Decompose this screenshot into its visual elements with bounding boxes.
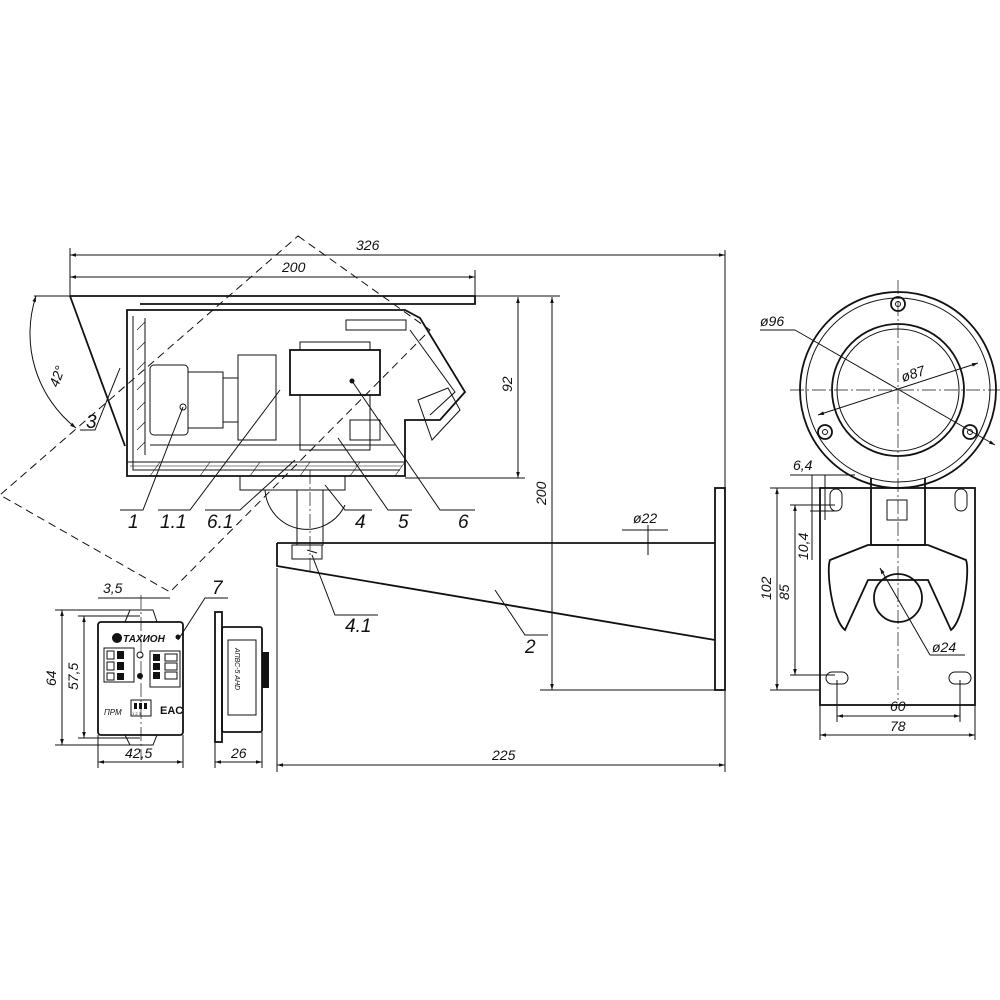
brand-logo-icon bbox=[112, 633, 122, 643]
dim-plate-height: 102 bbox=[758, 576, 774, 600]
dip-numbers: 1 2 3 bbox=[132, 711, 142, 716]
power-module bbox=[289, 341, 381, 451]
dim-front-outer-diameter: ø96 bbox=[760, 313, 784, 329]
tilt-envelope-dashed bbox=[0, 235, 431, 593]
sunshield bbox=[69, 295, 476, 447]
dim-plate-hole-vertical: 85 bbox=[776, 584, 792, 600]
dim-module-width: 42,5 bbox=[125, 745, 152, 761]
dim-plate-center-diameter: ø24 bbox=[932, 639, 956, 655]
dim-front-window-diameter: ø87 bbox=[899, 362, 928, 385]
mount-joint bbox=[239, 470, 346, 575]
dim-slot-length: 10,4 bbox=[795, 533, 811, 560]
cert-mark: EAC bbox=[160, 705, 183, 717]
dim-module-height: 64 bbox=[43, 670, 59, 686]
terminal-block-left bbox=[103, 647, 135, 683]
side-view-dimensions: 326 200 92 200 ø22 225 42° bbox=[29, 237, 726, 772]
camera-housing-side-view bbox=[0, 235, 726, 691]
camera-front-view: ø96 ø87 bbox=[760, 280, 1000, 706]
wall-plate bbox=[819, 487, 976, 706]
dim-plate-width: 78 bbox=[890, 718, 906, 734]
module-mode-label: ПРМ bbox=[104, 708, 122, 717]
front-view-dimensions: 6,4 10,4 102 85 ø24 60 78 bbox=[758, 457, 976, 740]
callout-1-1: 1.1 bbox=[160, 512, 186, 533]
dim-tilt-angle: 42° bbox=[46, 363, 68, 389]
receiver-module-side: АПВС-5 AHD bbox=[214, 611, 269, 743]
dim-housing-height: 92 bbox=[499, 376, 515, 392]
hatching bbox=[136, 321, 406, 477]
callout-6-1: 6.1 bbox=[207, 512, 233, 533]
module-dimensions: 3,5 64 57,5 42,5 26 bbox=[43, 580, 263, 768]
callout-1: 1 bbox=[128, 512, 139, 533]
dim-tube-diameter: ø22 bbox=[633, 510, 657, 526]
terminal-block-right bbox=[149, 650, 181, 688]
dim-plate-hole-horizontal: 60 bbox=[890, 698, 906, 714]
callout-6: 6 bbox=[458, 512, 469, 533]
callout-5: 5 bbox=[398, 512, 409, 533]
receiver-module-front: ТАХИОН ПРМ 1 2 3 EAC bbox=[97, 595, 184, 760]
dim-overall-length: 326 bbox=[356, 237, 380, 253]
dim-module-spacing: 57,5 bbox=[65, 663, 81, 690]
bracket-fork bbox=[827, 544, 969, 632]
dim-module-depth: 26 bbox=[230, 745, 247, 761]
callout-7: 7 bbox=[212, 578, 224, 599]
module-brand: ТАХИОН bbox=[123, 634, 166, 645]
dim-housing-length: 200 bbox=[281, 259, 306, 275]
camera-lens bbox=[149, 354, 277, 441]
housing-body bbox=[126, 309, 467, 477]
dim-slot-width: 6,4 bbox=[793, 457, 813, 473]
dim-bracket-length: 225 bbox=[491, 747, 516, 763]
callouts: 3 1 1.1 6.1 4 5 6 2 4.1 7 bbox=[80, 367, 548, 658]
callout-3: 3 bbox=[86, 412, 97, 433]
callout-4: 4 bbox=[355, 512, 366, 533]
dim-module-hole: 3,5 bbox=[103, 580, 123, 596]
callout-4-1: 4.1 bbox=[345, 616, 371, 637]
dim-total-height: 200 bbox=[533, 481, 549, 506]
callout-2: 2 bbox=[524, 637, 536, 658]
module-side-label: АПВС-5 AHD bbox=[233, 647, 240, 690]
bracket-arm bbox=[276, 487, 726, 691]
cable-gland bbox=[417, 387, 461, 441]
dip-switch[interactable] bbox=[130, 699, 152, 717]
